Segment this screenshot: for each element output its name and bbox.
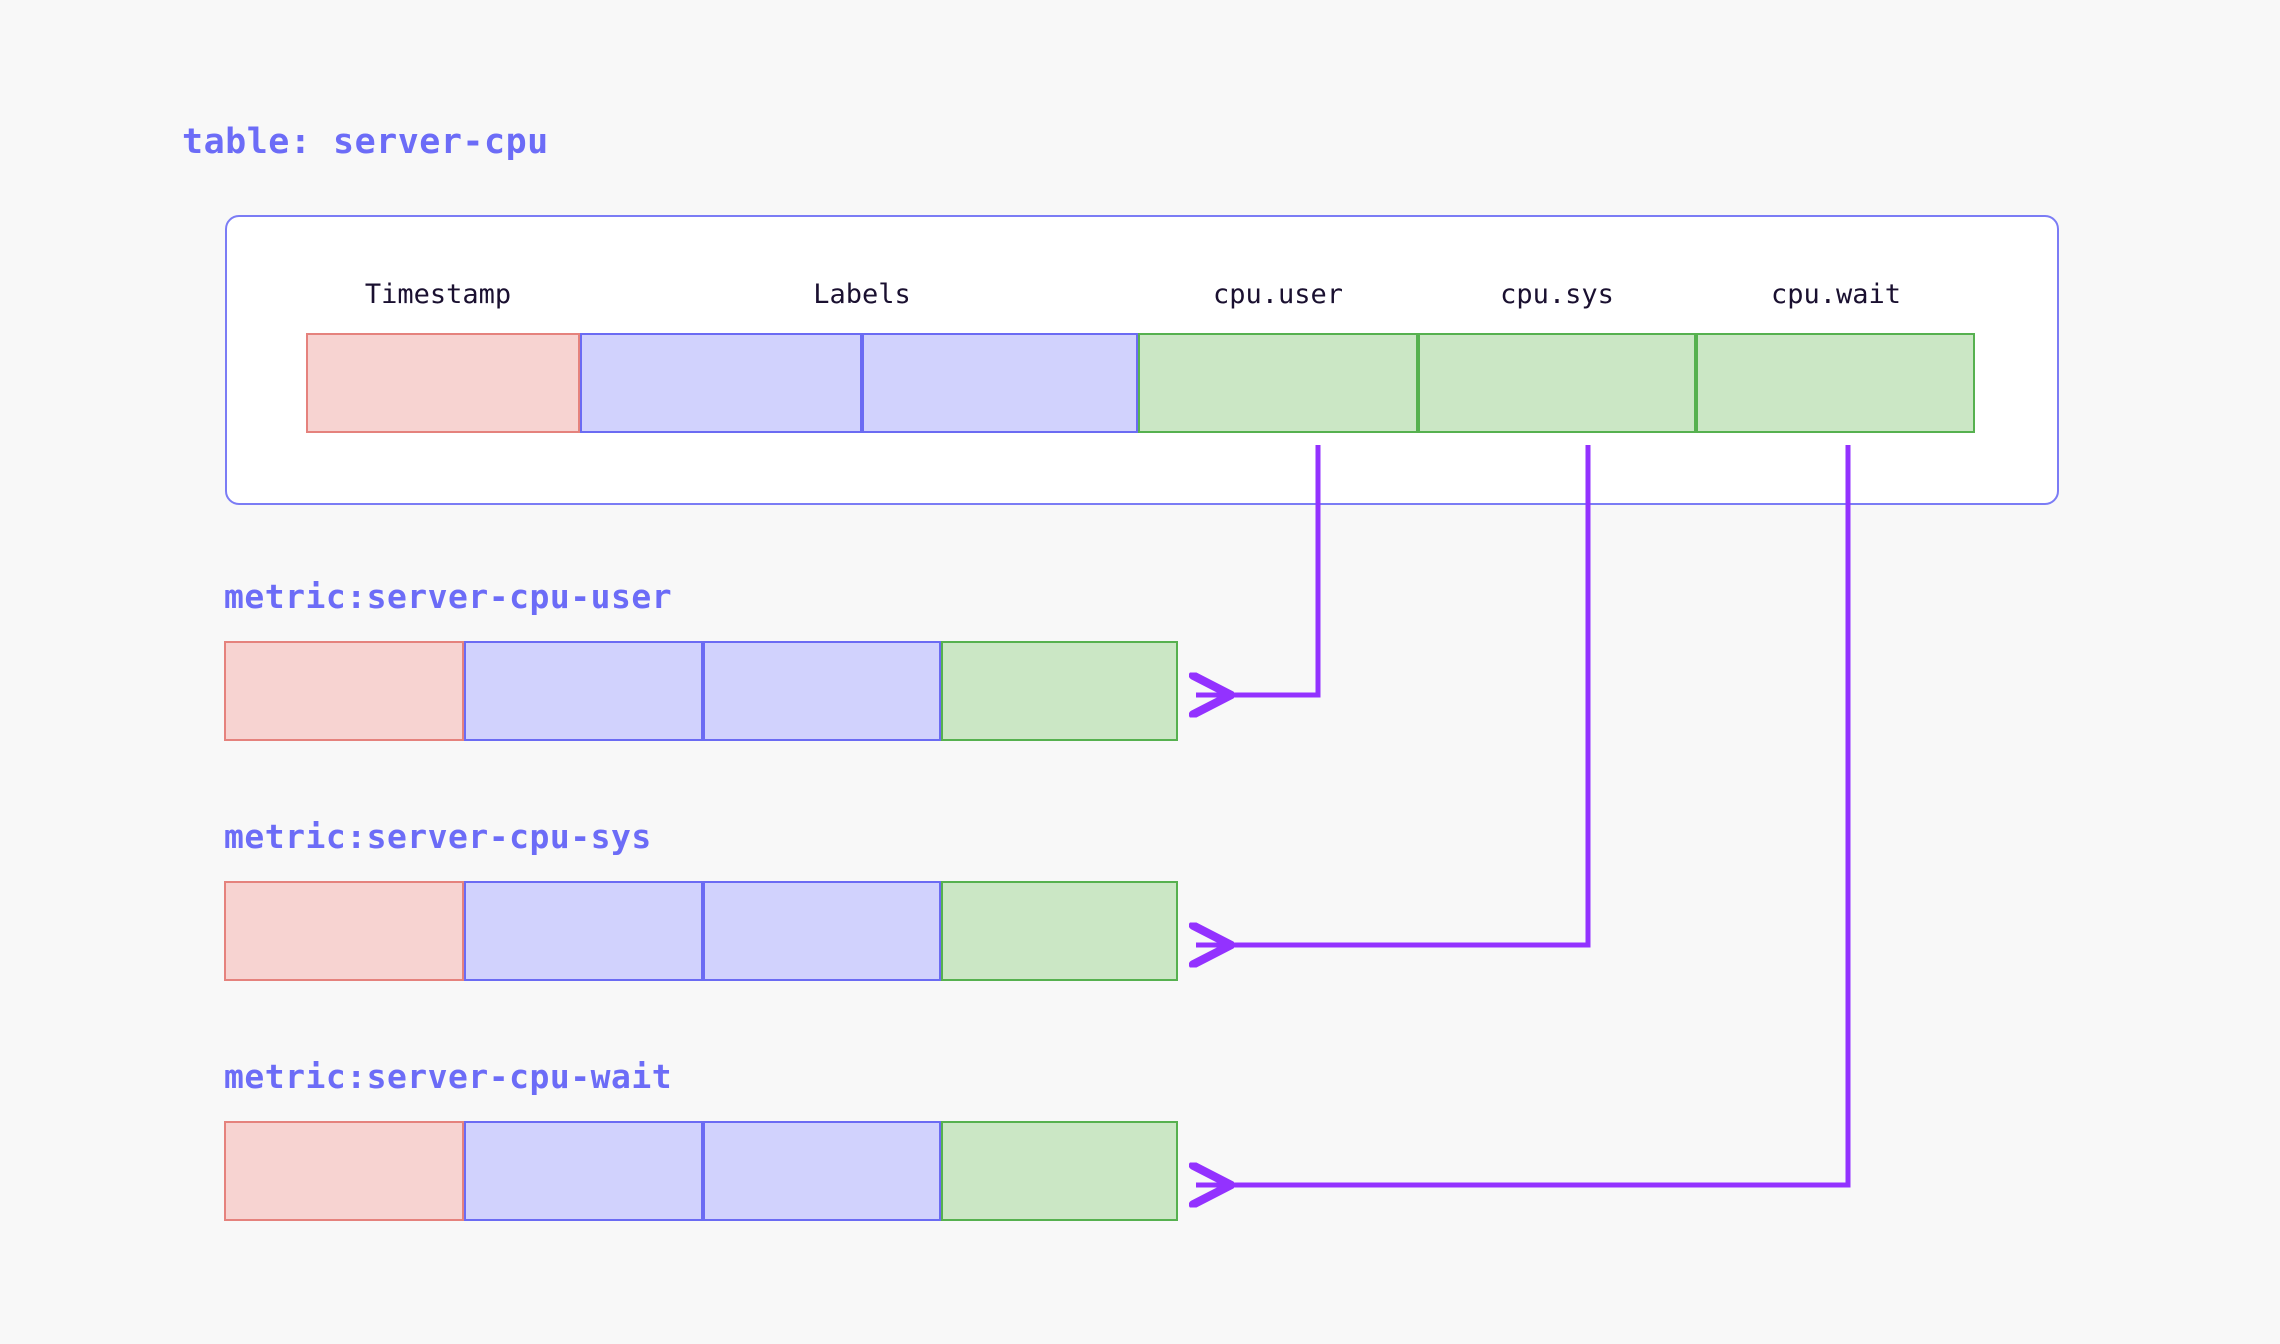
metric-1-cell-0 [224,881,464,981]
metric-0-cell-2 [703,641,941,741]
metric-title-0: metric:server-cpu-user [224,577,673,616]
table-cell-cpu-user [1138,333,1418,433]
column-header-cpu-user: cpu.user [1212,279,1344,310]
column-header-labels: Labels [813,279,911,310]
column-header-cpu-sys: cpu.sys [1500,279,1614,310]
table-cell-timestamp [306,333,580,433]
arrow-cpu-sys-to-metric-1 [1196,445,1591,945]
metric-1-cell-3 [941,881,1178,981]
metric-1-cell-1 [464,881,703,981]
table-cell-cpu-wait [1696,333,1975,433]
metric-2-cell-0 [224,1121,464,1221]
column-header-cpu-wait: cpu.wait [1770,279,1902,310]
arrow-cpu-wait-to-metric-2 [1196,445,1851,1185]
metric-2-cell-2 [703,1121,941,1221]
metric-title-2: metric:server-cpu-wait [224,1057,673,1096]
metric-0-cell-1 [464,641,703,741]
table-cell-labels [580,333,862,433]
metric-0-cell-3 [941,641,1178,741]
table-title: table: server-cpu [182,122,549,162]
table-cell-cpu-sys [1418,333,1696,433]
metric-1-cell-2 [703,881,941,981]
table-cell-labels-2 [862,333,1138,433]
metric-2-cell-3 [941,1121,1178,1221]
metric-title-1: metric:server-cpu-sys [224,817,652,856]
column-header-timestamp: Timestamp [364,279,512,310]
metric-2-cell-1 [464,1121,703,1221]
metric-0-cell-0 [224,641,464,741]
